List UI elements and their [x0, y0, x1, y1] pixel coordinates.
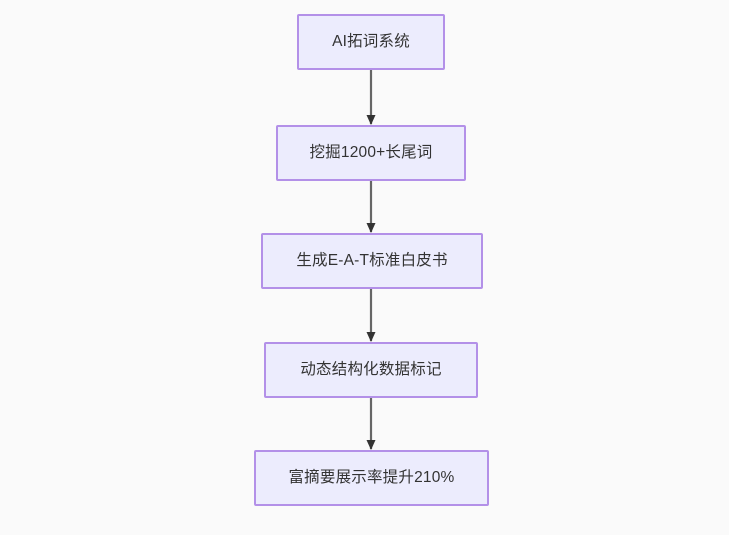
flow-node-label: 富摘要展示率提升210%	[288, 468, 455, 486]
flow-node-mine-longtail-keywords[interactable]: 挖掘1200+长尾词	[276, 125, 466, 181]
flow-node-ai-keyword-system[interactable]: AI拓词系统	[297, 14, 445, 70]
flow-node-label: 生成E-A-T标准白皮书	[296, 251, 448, 269]
flow-node-label: 挖掘1200+长尾词	[309, 143, 433, 161]
flow-node-rich-snippet-rate-increase[interactable]: 富摘要展示率提升210%	[254, 450, 489, 506]
flow-node-dynamic-structured-data-markup[interactable]: 动态结构化数据标记	[264, 342, 478, 398]
flow-node-label: AI拓词系统	[332, 32, 410, 50]
flow-node-label: 动态结构化数据标记	[300, 360, 442, 378]
flow-node-generate-eat-whitepaper[interactable]: 生成E-A-T标准白皮书	[261, 233, 483, 289]
